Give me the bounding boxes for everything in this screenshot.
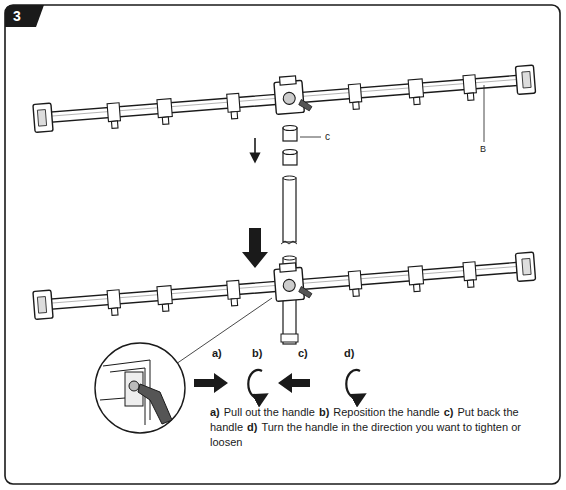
instruction-text: a) Pull out the handle b) Reposition the ha… — [210, 405, 558, 450]
step-letter: d) — [344, 347, 354, 359]
step-letter: a) — [212, 347, 222, 359]
callout-letter: c — [325, 131, 330, 142]
step-letter: a) — [210, 406, 220, 418]
step-letter: d) — [247, 421, 257, 433]
step-letter: c) — [298, 347, 308, 359]
instruction-line: Reposition the handle — [333, 406, 439, 418]
step-letter: b) — [319, 406, 329, 418]
callout-letter: B — [480, 145, 486, 155]
step-number: 3 — [13, 9, 21, 24]
step-letter: c) — [444, 406, 454, 418]
instruction-line: Pull out the handle — [224, 406, 315, 418]
step-letter: b) — [252, 347, 262, 359]
